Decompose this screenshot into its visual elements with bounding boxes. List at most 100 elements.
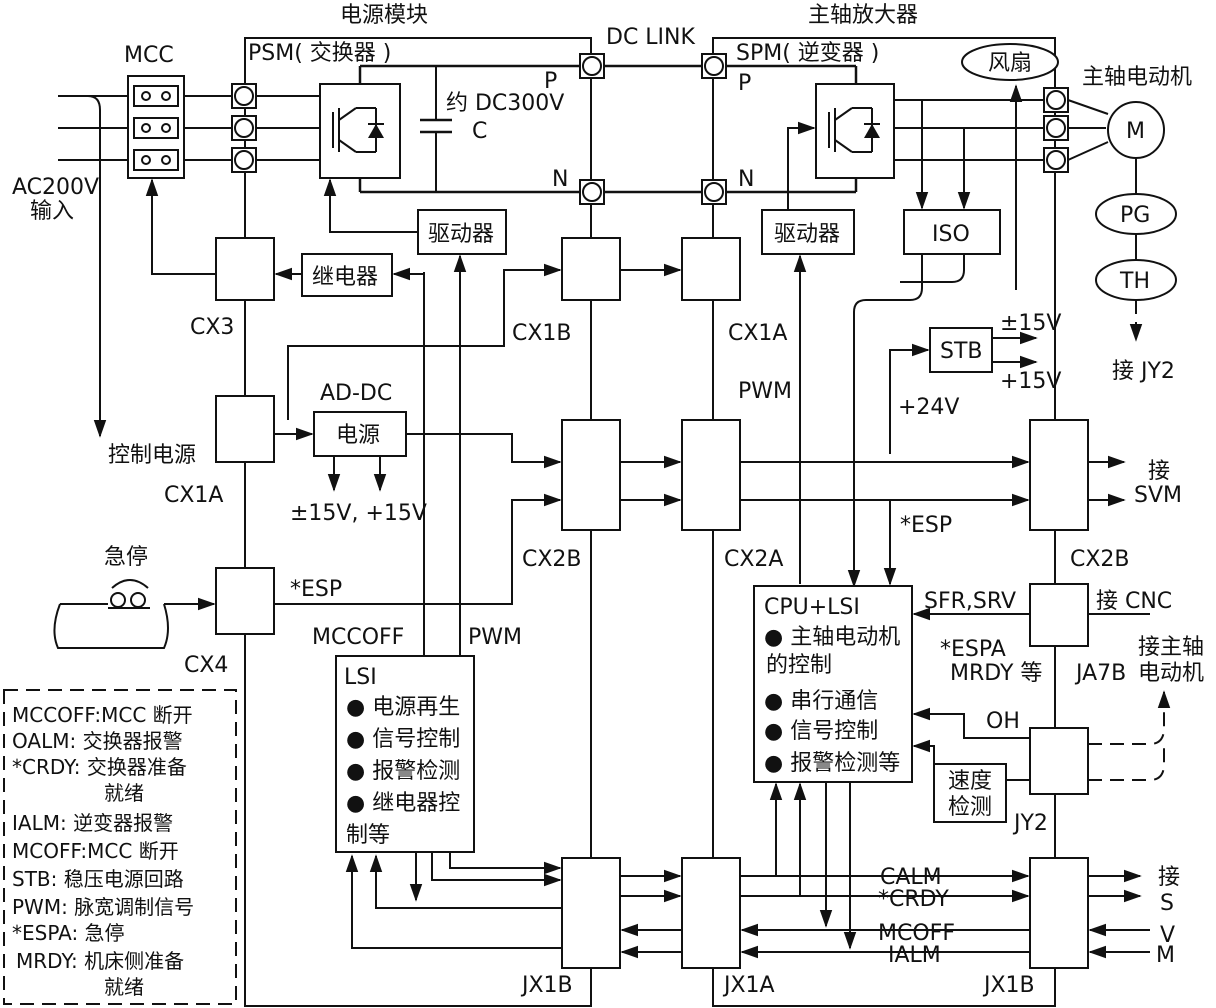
fan <box>961 43 1059 81</box>
cpu-item-4: ● 信号控制 <box>764 719 878 744</box>
igbt-right-icon <box>828 107 880 153</box>
jy2-connector <box>1029 727 1089 795</box>
iso-label: ISO <box>932 222 970 247</box>
ialm-label: IALM <box>888 943 941 968</box>
ac-input-label-2: 输入 <box>30 199 74 224</box>
power-supply-block <box>313 411 407 457</box>
jx1b-connector-left <box>561 857 621 969</box>
legend-item-4: 就绪 <box>104 781 144 805</box>
legend-item-1: MCCOFF:MCC 断开 <box>12 703 193 727</box>
motor-terminals <box>1043 87 1069 173</box>
lsi-item-2: ● 信号控制 <box>346 727 460 752</box>
cx3-label: CX3 <box>190 315 234 340</box>
legend-item-5: IALM: 逆变器报警 <box>12 811 173 835</box>
spm-module-outline <box>712 37 1056 1007</box>
mcc-label: MCC <box>124 43 174 68</box>
dc-link-terminals <box>579 53 727 205</box>
pm15v-label: ±15V <box>1000 311 1061 336</box>
p-left-label: P <box>544 69 557 94</box>
fan-label: 风扇 <box>988 51 1032 76</box>
legend-item-9: *ESPA: 急停 <box>12 921 125 945</box>
legend-item-11: 就绪 <box>104 975 144 999</box>
cx2b-right-label: CX2B <box>1070 547 1130 572</box>
lsi-item-3: ● 报警检测 <box>346 759 460 784</box>
cx1a-connector-left <box>215 395 275 463</box>
power-supply-label: 电源 <box>336 423 380 448</box>
to-motor-label-1: 接主轴 <box>1138 635 1204 660</box>
to-svm-bottom-4: M <box>1156 943 1175 968</box>
cpu-item-3: ● 串行通信 <box>764 689 878 714</box>
ja7b-connector <box>1029 583 1089 647</box>
cx2b-left-label: CX2B <box>522 547 582 572</box>
lsi-item-1: ● 电源再生 <box>346 695 460 720</box>
cx2a-connector <box>681 419 741 531</box>
legend-item-10: MRDY: 机床侧准备 <box>16 949 184 973</box>
calm-label: CALM <box>880 865 942 890</box>
driver-left-label: 驱动器 <box>428 222 494 247</box>
psm-input-terminals <box>231 83 257 173</box>
sfr-srv-label: SFR,SRV <box>924 589 1016 614</box>
driver-left <box>417 209 507 255</box>
to-jy2-label: 接 JY2 <box>1112 359 1175 384</box>
mccoff-label: MCCOFF <box>312 625 404 650</box>
legend-item-7: STB: 稳压电源回路 <box>12 867 184 891</box>
cpu-item-2: 的控制 <box>766 653 832 678</box>
motor-label: M <box>1126 119 1145 144</box>
relay-block <box>301 253 393 297</box>
cx4-label: CX4 <box>184 653 228 678</box>
to-svm-label-1: 接 <box>1148 459 1170 484</box>
legend-item-8: PWM: 脉宽调制信号 <box>12 895 194 919</box>
capacitor-label: C <box>472 119 487 144</box>
to-motor-label-2: 电动机 <box>1138 661 1204 686</box>
cx1b-label: CX1B <box>512 321 572 346</box>
to-cnc-label: 接 CNC <box>1096 589 1172 614</box>
esp-lower-label: *ESP <box>290 577 342 602</box>
cx2b-connector-left <box>561 419 621 531</box>
dc-capacitor <box>420 66 452 192</box>
cx2b-connector-right <box>1029 419 1089 531</box>
ja7b-label: JA7B <box>1074 661 1126 686</box>
jx1b-connector-right <box>1029 857 1089 969</box>
dc-voltage-label: 约 DC300V <box>446 91 564 116</box>
lsi-item-4: ● 继电器控 <box>346 791 460 816</box>
motor-title: 主轴电动机 <box>1082 65 1192 90</box>
n-right-label: N <box>738 167 754 192</box>
mcc-contacts <box>133 85 179 171</box>
jx1b-left-label: JX1B <box>520 973 573 998</box>
control-power-label: 控制电源 <box>108 443 196 468</box>
espa-label-2: MRDY 等 <box>950 661 1042 686</box>
dc-link-title: DC LINK <box>606 25 695 50</box>
pwm-upper-label: PWM <box>738 379 792 404</box>
supply-out-label: ±15V, +15V <box>290 501 427 526</box>
to-svm-bottom-1: 接 <box>1158 865 1180 890</box>
cx1a-right-label: CX1A <box>728 321 787 346</box>
spm-inverter <box>815 83 895 179</box>
cx3-connector <box>215 237 275 301</box>
power-module-title: 电源模块 <box>340 3 428 28</box>
crdy-label: *CRDY <box>878 887 949 912</box>
speed-detect-block <box>933 763 1007 823</box>
n-left-label: N <box>552 167 568 192</box>
driver-right <box>761 209 855 255</box>
stb-label: STB <box>940 339 983 364</box>
iso-block <box>903 209 1001 255</box>
to-svm-label-2: SVM <box>1134 483 1182 508</box>
mcc-contactor <box>127 75 185 179</box>
cx1a-left-label: CX1A <box>164 483 223 508</box>
cpu-item-5: ● 报警检测等 <box>764 751 900 776</box>
to-svm-bottom-3: V <box>1160 923 1175 948</box>
to-svm-bottom-2: S <box>1160 891 1174 916</box>
pwm-lower-label: PWM <box>468 625 522 650</box>
cx2a-label: CX2A <box>724 547 783 572</box>
jx1b-right-label: JX1B <box>982 973 1035 998</box>
legend-item-3: *CRDY: 交换器准备 <box>12 755 187 779</box>
estop-label: 急停 <box>104 545 148 570</box>
jx1a-label: JX1A <box>722 973 775 998</box>
speed-label-1: 速度 <box>948 769 992 794</box>
speed-label-2: 检测 <box>948 795 992 820</box>
lsi-block <box>335 655 475 853</box>
cpu-lsi-block <box>753 585 913 783</box>
esp-upper-label: *ESP <box>900 513 952 538</box>
oh-label: OH <box>986 709 1020 734</box>
